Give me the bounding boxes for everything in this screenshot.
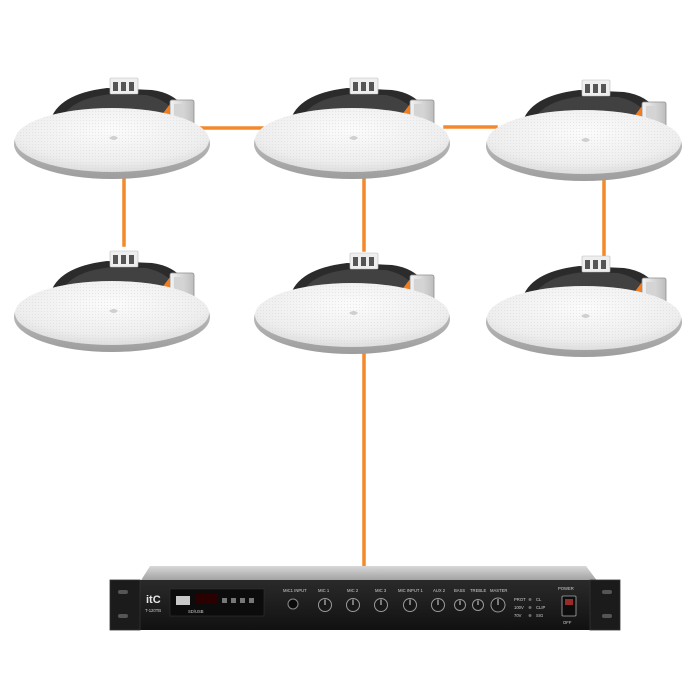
label-treble: TREBLE xyxy=(470,588,486,593)
label-mic-2: MIC 2 xyxy=(347,588,359,593)
label-bass: BASS xyxy=(454,588,465,593)
usb-port[interactable] xyxy=(176,596,190,605)
label-master: MASTER xyxy=(490,588,507,593)
indicator-label-prot: PROT xyxy=(514,597,526,602)
label-mic1-input: MIC1 INPUT xyxy=(283,588,307,593)
indicator-label-100v: 100V xyxy=(514,605,524,610)
speaker-bottom-left xyxy=(13,250,211,353)
speaker-bottom-center xyxy=(253,252,451,355)
indicator-label-clip: CLIP xyxy=(536,605,546,610)
usb-label: SD/USB xyxy=(188,609,204,614)
indicator-label-70v: 70V xyxy=(514,613,522,618)
media-button-2[interactable] xyxy=(231,598,236,603)
power-off-label: OFF xyxy=(563,620,572,625)
indicator-led-100v xyxy=(528,606,532,609)
mixer-amplifier: itC T-120TB SD/USB MIC1 INPUT MIC 1 MIC … xyxy=(109,566,621,631)
label-aux-2: AUX 2 xyxy=(433,588,446,593)
label-mic-input-1: MIC INPUT 1 xyxy=(398,588,423,593)
brand-logo: itC xyxy=(146,594,161,606)
model-label: T-120TB xyxy=(145,608,161,613)
indicator-label-sig: SIG xyxy=(536,613,543,618)
media-button-3[interactable] xyxy=(240,598,245,603)
speaker-bottom-right xyxy=(485,255,683,358)
indicator-led-70v xyxy=(528,614,532,617)
speaker-top-left xyxy=(13,77,211,180)
mic-input-jack[interactable] xyxy=(287,598,299,610)
speaker-wiring xyxy=(122,125,606,567)
rack-ear-right xyxy=(589,579,621,631)
rack-ear-left xyxy=(109,579,141,631)
power-label: POWER xyxy=(558,586,574,591)
speaker-top-right xyxy=(485,79,683,182)
indicator-led-prot xyxy=(528,598,532,601)
label-mic-3: MIC 3 xyxy=(375,588,387,593)
label-mic-1: MIC 1 xyxy=(318,588,330,593)
media-display xyxy=(196,594,218,603)
media-button-1[interactable] xyxy=(222,598,227,603)
speaker-top-center xyxy=(253,77,451,180)
indicator-label-cl: CL xyxy=(536,597,542,602)
media-button-4[interactable] xyxy=(249,598,254,603)
